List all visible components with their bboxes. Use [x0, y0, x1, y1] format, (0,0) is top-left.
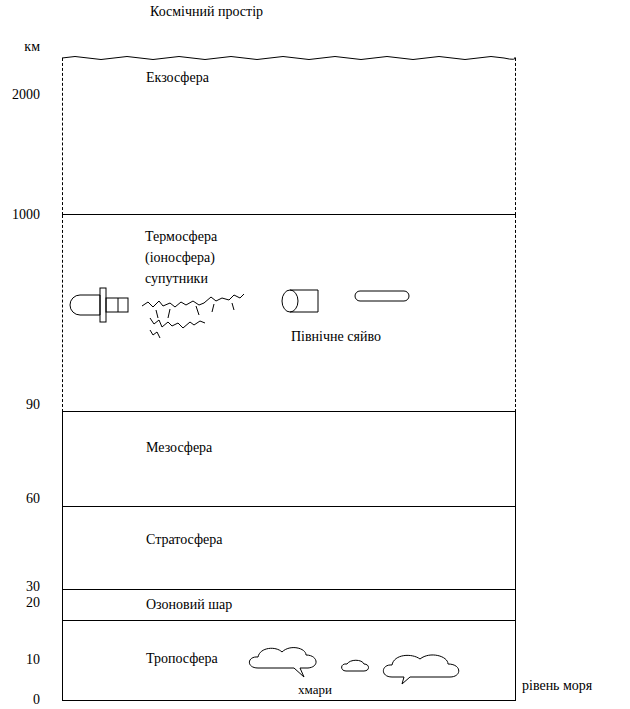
atmosphere-layer: Озоновий шар — [62, 590, 516, 621]
atmosphere-layer: Тропосфера хмари — [62, 621, 516, 701]
layer-name: Термосфера (іоносфера) супутники — [145, 226, 217, 289]
cloud — [249, 648, 316, 677]
satellite-cylinder — [290, 290, 318, 312]
label-slot: 20 — [0, 595, 40, 611]
label-slot: 60 — [0, 491, 40, 507]
feature-label: Північне сяйво — [291, 329, 381, 345]
altitude-mark: 90 — [0, 397, 40, 413]
text-slot: Тропосфера — [146, 651, 218, 667]
text-slot: Північне сяйво — [291, 329, 381, 345]
aurora-line — [150, 330, 160, 338]
label-slot: 2000 — [0, 87, 40, 103]
aurora-line — [142, 294, 244, 307]
space-boundary — [62, 57, 515, 60]
satellite-module — [106, 298, 128, 312]
altitude-mark: 1000 — [0, 207, 40, 223]
text-slot: Мезосфера — [146, 440, 212, 456]
atmosphere-layer: Стратосфера — [62, 507, 516, 590]
layer-name: Мезосфера — [146, 440, 212, 456]
label-slot: 30 — [0, 579, 40, 595]
satellite-body — [70, 295, 100, 315]
altitude-mark: 10 — [0, 652, 40, 668]
layer-name: Тропосфера — [146, 651, 218, 667]
satellite-capsule — [355, 291, 409, 301]
satellite-plate — [100, 288, 106, 322]
cloud — [342, 660, 369, 671]
cloud — [383, 655, 458, 684]
altitude-mark: км — [0, 39, 40, 55]
atmosphere-layer: Мезосфера — [62, 412, 516, 507]
label-slot: рівень моря — [522, 678, 592, 694]
text-slot: Термосфера (іоносфера) супутники — [145, 226, 217, 289]
text-slot: Стратосфера — [146, 532, 222, 548]
atmosphere-layer: Екзосфера — [62, 58, 516, 215]
satellite-seam — [118, 298, 119, 312]
layer-name: Стратосфера — [146, 532, 222, 548]
atmosphere-layer: Термосфера (іоносфера) супутникиПівнічне… — [62, 215, 516, 412]
diagram-label: Космічний простір — [150, 4, 263, 20]
feature-label: хмари — [298, 682, 332, 698]
label-slot: 0 — [0, 692, 40, 708]
text-slot: хмари — [298, 682, 332, 698]
aurora-line — [150, 318, 205, 328]
altitude-mark: 60 — [0, 491, 40, 507]
label-slot: 90 — [0, 397, 40, 413]
layer-name: Екзосфера — [146, 70, 209, 86]
altitude-mark: 0 — [0, 692, 40, 708]
altitude-mark: 20 — [0, 595, 40, 611]
aurora-line — [156, 303, 234, 318]
altitude-mark: 30 — [0, 579, 40, 595]
label-slot: Космічний простір — [150, 4, 263, 20]
altitude-mark: 2000 — [0, 87, 40, 103]
layer-name: Озоновий шар — [146, 597, 232, 613]
label-slot: 10 — [0, 652, 40, 668]
label-slot: км — [0, 39, 40, 55]
label-slot: 1000 — [0, 207, 40, 223]
text-slot: Озоновий шар — [146, 597, 232, 613]
text-slot: Екзосфера — [146, 70, 209, 86]
diagram-label: рівень моря — [522, 678, 592, 694]
satellite-end — [282, 290, 298, 312]
